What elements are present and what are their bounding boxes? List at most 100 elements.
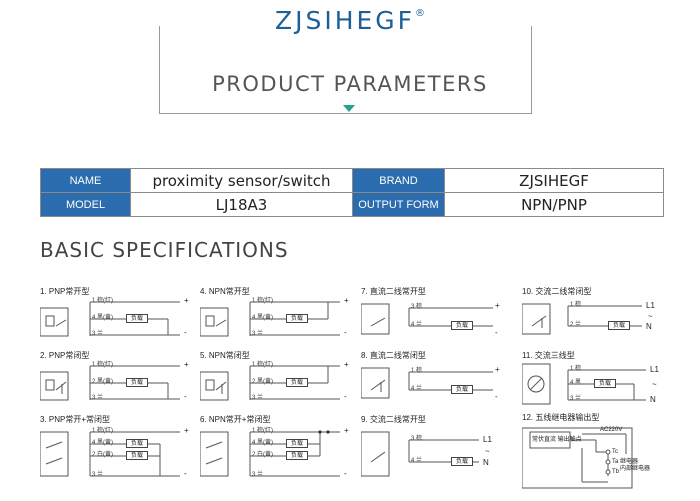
plus-terminal: +	[344, 296, 349, 305]
n-terminal: N	[646, 322, 652, 331]
plus-terminal: +	[495, 301, 500, 310]
wiring-diagram-ac-2wire-no: 9. 交流二线常开型 3 棕 4 兰 负载 L1 ~ N	[361, 414, 521, 498]
tb-terminal-label: Tb	[612, 469, 620, 475]
wiring-lines	[522, 427, 633, 489]
plus-terminal: +	[344, 360, 349, 369]
load-box: 负载	[286, 439, 308, 448]
relay-note-label: 内部继电器	[620, 466, 651, 472]
wire-label: 3 兰	[92, 331, 104, 337]
wiring-diagram-dc-2wire-nc: 8. 直流二线常闭型 1 棕 4 兰 负载 + -	[361, 350, 521, 422]
wire-label: 3 兰	[92, 472, 104, 478]
l1-terminal: L1	[650, 365, 659, 374]
plus-terminal: +	[344, 426, 349, 435]
model-value: LJ18A3	[130, 192, 353, 217]
load-box: 负载	[451, 321, 473, 330]
wire-label: 3 兰	[252, 395, 264, 401]
wiring-diagram-pnp-nc: 2. PNP常闭型 1 棕(红) 2 黑(黄) 3 兰 负载 + -	[40, 350, 200, 422]
wire-label: 2 兰	[570, 322, 582, 328]
brand-logo-text: ZJSIHEGF	[274, 6, 416, 35]
registered-mark: ®	[415, 8, 426, 19]
diagram-title: 7. 直流二线常开型	[361, 287, 426, 296]
wiring-diagram-pnp-no-nc: 3. PNP常开+常闭型 1 棕(红) 4 黑(黄) 2 白(黄) 3 兰 负载…	[40, 414, 200, 498]
relay-output-box-label: 常伏直流 输出触点	[532, 437, 582, 443]
wire-label: 4 黑(黄)	[92, 440, 114, 446]
wiring-lines	[522, 303, 642, 335]
wiring-lines	[361, 303, 493, 335]
table-row: MODEL LJ18A3 OUTPUT FORM NPN/PNP	[40, 192, 664, 217]
wire-label: 2 白(黄)	[92, 452, 114, 458]
wire-label: 4 黑(黄)	[252, 315, 274, 321]
brand-label: BRAND	[352, 168, 445, 193]
output-form-label: OUTPUT FORM	[352, 192, 445, 217]
diagram-title: 6. NPN常开+常闭型	[200, 415, 271, 424]
wiring-lines	[200, 301, 340, 337]
load-box: 负载	[126, 378, 148, 387]
wire-label: 4 黑	[570, 380, 582, 386]
load-box: 负载	[286, 378, 308, 387]
wire-label: 3 兰	[252, 472, 264, 478]
wire-label: 1 棕(红)	[92, 362, 114, 368]
model-label: MODEL	[40, 192, 131, 217]
diagram-title: 8. 直流二线常闭型	[361, 351, 426, 360]
wiring-lines	[200, 430, 340, 477]
wire-label: 2 白(黄)	[252, 452, 274, 458]
name-value: proximity sensor/switch	[130, 168, 353, 193]
brand-value: ZJSIHEGF	[444, 168, 664, 193]
diagram-title: 1. PNP常开型	[40, 287, 90, 296]
wire-label: 1 棕(红)	[252, 298, 274, 304]
wiring-diagram-npn-no-nc: 6. NPN常开+常闭型 1 棕(红) 4 黑(黄) 2 白(黄) 3 兰 负载…	[200, 414, 360, 498]
wire-label: 2 黑(黄)	[252, 379, 274, 385]
wire-label: 1 棕(红)	[92, 428, 114, 434]
parameter-table: NAME proximity sensor/switch BRAND ZJSIH…	[40, 168, 664, 217]
wire-label: 3 兰	[92, 395, 104, 401]
n-terminal: N	[650, 395, 656, 404]
header-pointer-triangle	[343, 105, 355, 112]
ac-symbol: ~	[652, 380, 657, 389]
diagram-title: 2. PNP常闭型	[40, 351, 90, 360]
load-box: 负载	[126, 314, 148, 323]
wire-label: 1 棕	[570, 366, 582, 372]
wire-label: 1 棕(红)	[92, 298, 114, 304]
plus-terminal: +	[184, 360, 189, 369]
wiring-diagram-pnp-no: 1. PNP常开型 1 棕(红) 4 黑(黄) 3 兰 负载 + -	[40, 286, 200, 358]
load-box: 负载	[286, 451, 308, 460]
wiring-diagram-ac-2wire-nc: 10. 交流二线常闭型 1 棕 2 兰 负载 L1 ~ N	[522, 286, 682, 358]
minus-terminal: -	[495, 328, 498, 337]
minus-terminal: -	[495, 392, 498, 401]
wiring-lines	[361, 367, 493, 399]
wire-label: 3 棕	[411, 304, 423, 310]
wire-label: 3 棕	[411, 436, 423, 442]
n-terminal: N	[483, 458, 489, 467]
wire-label: 1 棕(红)	[252, 428, 274, 434]
ac-symbol: ~	[648, 312, 653, 321]
wiring-lines	[361, 431, 479, 477]
wiring-diagram-relay-5wire: 12. 五线继电器输出型 常伏直流 输出触点 AC220V Tc Ta Tb 继…	[522, 412, 682, 498]
wire-label: 3 兰	[252, 331, 264, 337]
diagram-title: 5. NPN常闭型	[200, 351, 250, 360]
wire-label: 4 兰	[411, 322, 423, 328]
load-box: 负载	[451, 385, 473, 394]
wiring-diagram-npn-no: 4. NPN常开型 1 棕(红) 4 黑(黄) 3 兰 负载 + -	[200, 286, 360, 358]
wiring-lines	[40, 301, 180, 337]
wiring-lines	[40, 365, 180, 401]
tc-terminal-label: Tc	[612, 449, 618, 455]
plus-terminal: +	[184, 296, 189, 305]
minus-terminal: -	[184, 392, 187, 401]
diagram-title: 4. NPN常开型	[200, 287, 250, 296]
load-box: 负载	[126, 439, 148, 448]
wiring-lines	[40, 431, 180, 477]
header-frame	[159, 26, 532, 114]
minus-terminal: -	[184, 469, 187, 478]
plus-terminal: +	[184, 426, 189, 435]
wire-label: 1 棕(红)	[252, 362, 274, 368]
page-title: PRODUCT PARAMETERS	[212, 72, 488, 96]
plus-terminal: +	[495, 365, 500, 374]
wire-label: 3 兰	[570, 396, 582, 402]
ac-symbol: ~	[485, 447, 490, 456]
wire-label: 4 黑(黄)	[252, 440, 274, 446]
ac220v-label: AC220V	[600, 427, 623, 433]
load-box: 负载	[608, 321, 630, 330]
l1-terminal: L1	[483, 435, 492, 444]
minus-terminal: -	[344, 328, 347, 337]
diagram-title: 12. 五线继电器输出型	[522, 413, 600, 422]
